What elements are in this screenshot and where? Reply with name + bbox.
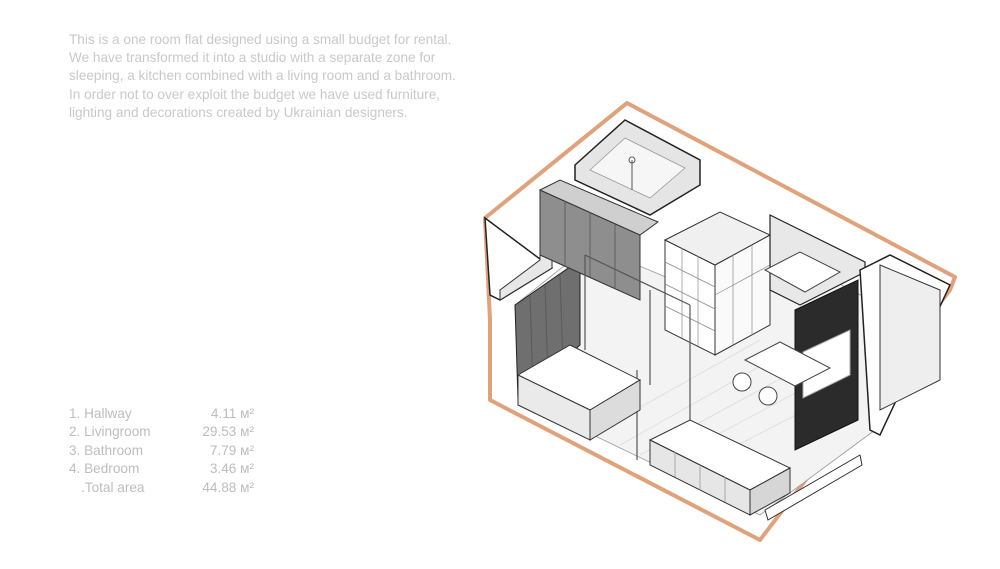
area-row-bedroom: 4. Bedroom 3.46 м² <box>69 460 254 478</box>
bathroom-floor <box>589 137 686 199</box>
area-row-total: .Total area 44.88 м² <box>69 479 254 497</box>
bed-end <box>589 379 641 441</box>
area-row-livingroom: 2. Livingroom 29.53 м² <box>69 423 254 441</box>
chair <box>758 386 778 406</box>
area-name: 2. Livingroom <box>69 424 151 440</box>
kitchen-counter <box>763 251 842 293</box>
description-line: lighting and decorations created by Ukra… <box>69 104 408 120</box>
chair <box>732 372 752 392</box>
bedroom-wall-panel <box>514 259 581 402</box>
sofa-cushions <box>674 452 726 502</box>
total-area-value: 44.88 м² <box>202 479 254 495</box>
sofa-side <box>749 467 791 516</box>
description-line: In order not to over exploit the budget … <box>69 86 441 102</box>
shelf-grid <box>664 245 771 346</box>
area-name: 1. Hallway <box>69 406 132 421</box>
description-text: This is a one room flat designed using a… <box>69 31 529 122</box>
area-name: 3. Bathroom <box>69 442 144 458</box>
wardrobe-top <box>538 179 660 236</box>
total-area-name: .Total area <box>81 479 145 495</box>
area-value: 7.79 м² <box>209 442 254 458</box>
isometric-floor-plan <box>483 101 957 542</box>
area-row-hallway: 1. Hallway 4.11 м² <box>69 405 254 423</box>
description-line: We have transformed it into a studio wit… <box>69 50 436 66</box>
area-value: 29.53 м² <box>202 424 254 440</box>
description-line: This is a one room flat designed using a… <box>69 32 452 47</box>
glass-partition <box>584 254 691 460</box>
right-wall-face <box>879 264 941 411</box>
area-name: 4. Bedroom <box>69 461 140 477</box>
front-low-wall <box>764 454 863 521</box>
wardrobe-doors <box>564 201 616 289</box>
area-value: 4.11 м² <box>210 406 254 421</box>
tv-screen <box>802 329 851 399</box>
area-list: 1. Hallway 4.11 м² 2. Livingroom 29.53 м… <box>69 405 254 497</box>
description-line: sleeping, a kitchen combined with a livi… <box>69 68 456 84</box>
area-row-bathroom: 3. Bathroom 7.79 м² <box>69 442 254 460</box>
dining-table <box>743 341 832 387</box>
area-value: 3.46 м² <box>209 461 254 477</box>
